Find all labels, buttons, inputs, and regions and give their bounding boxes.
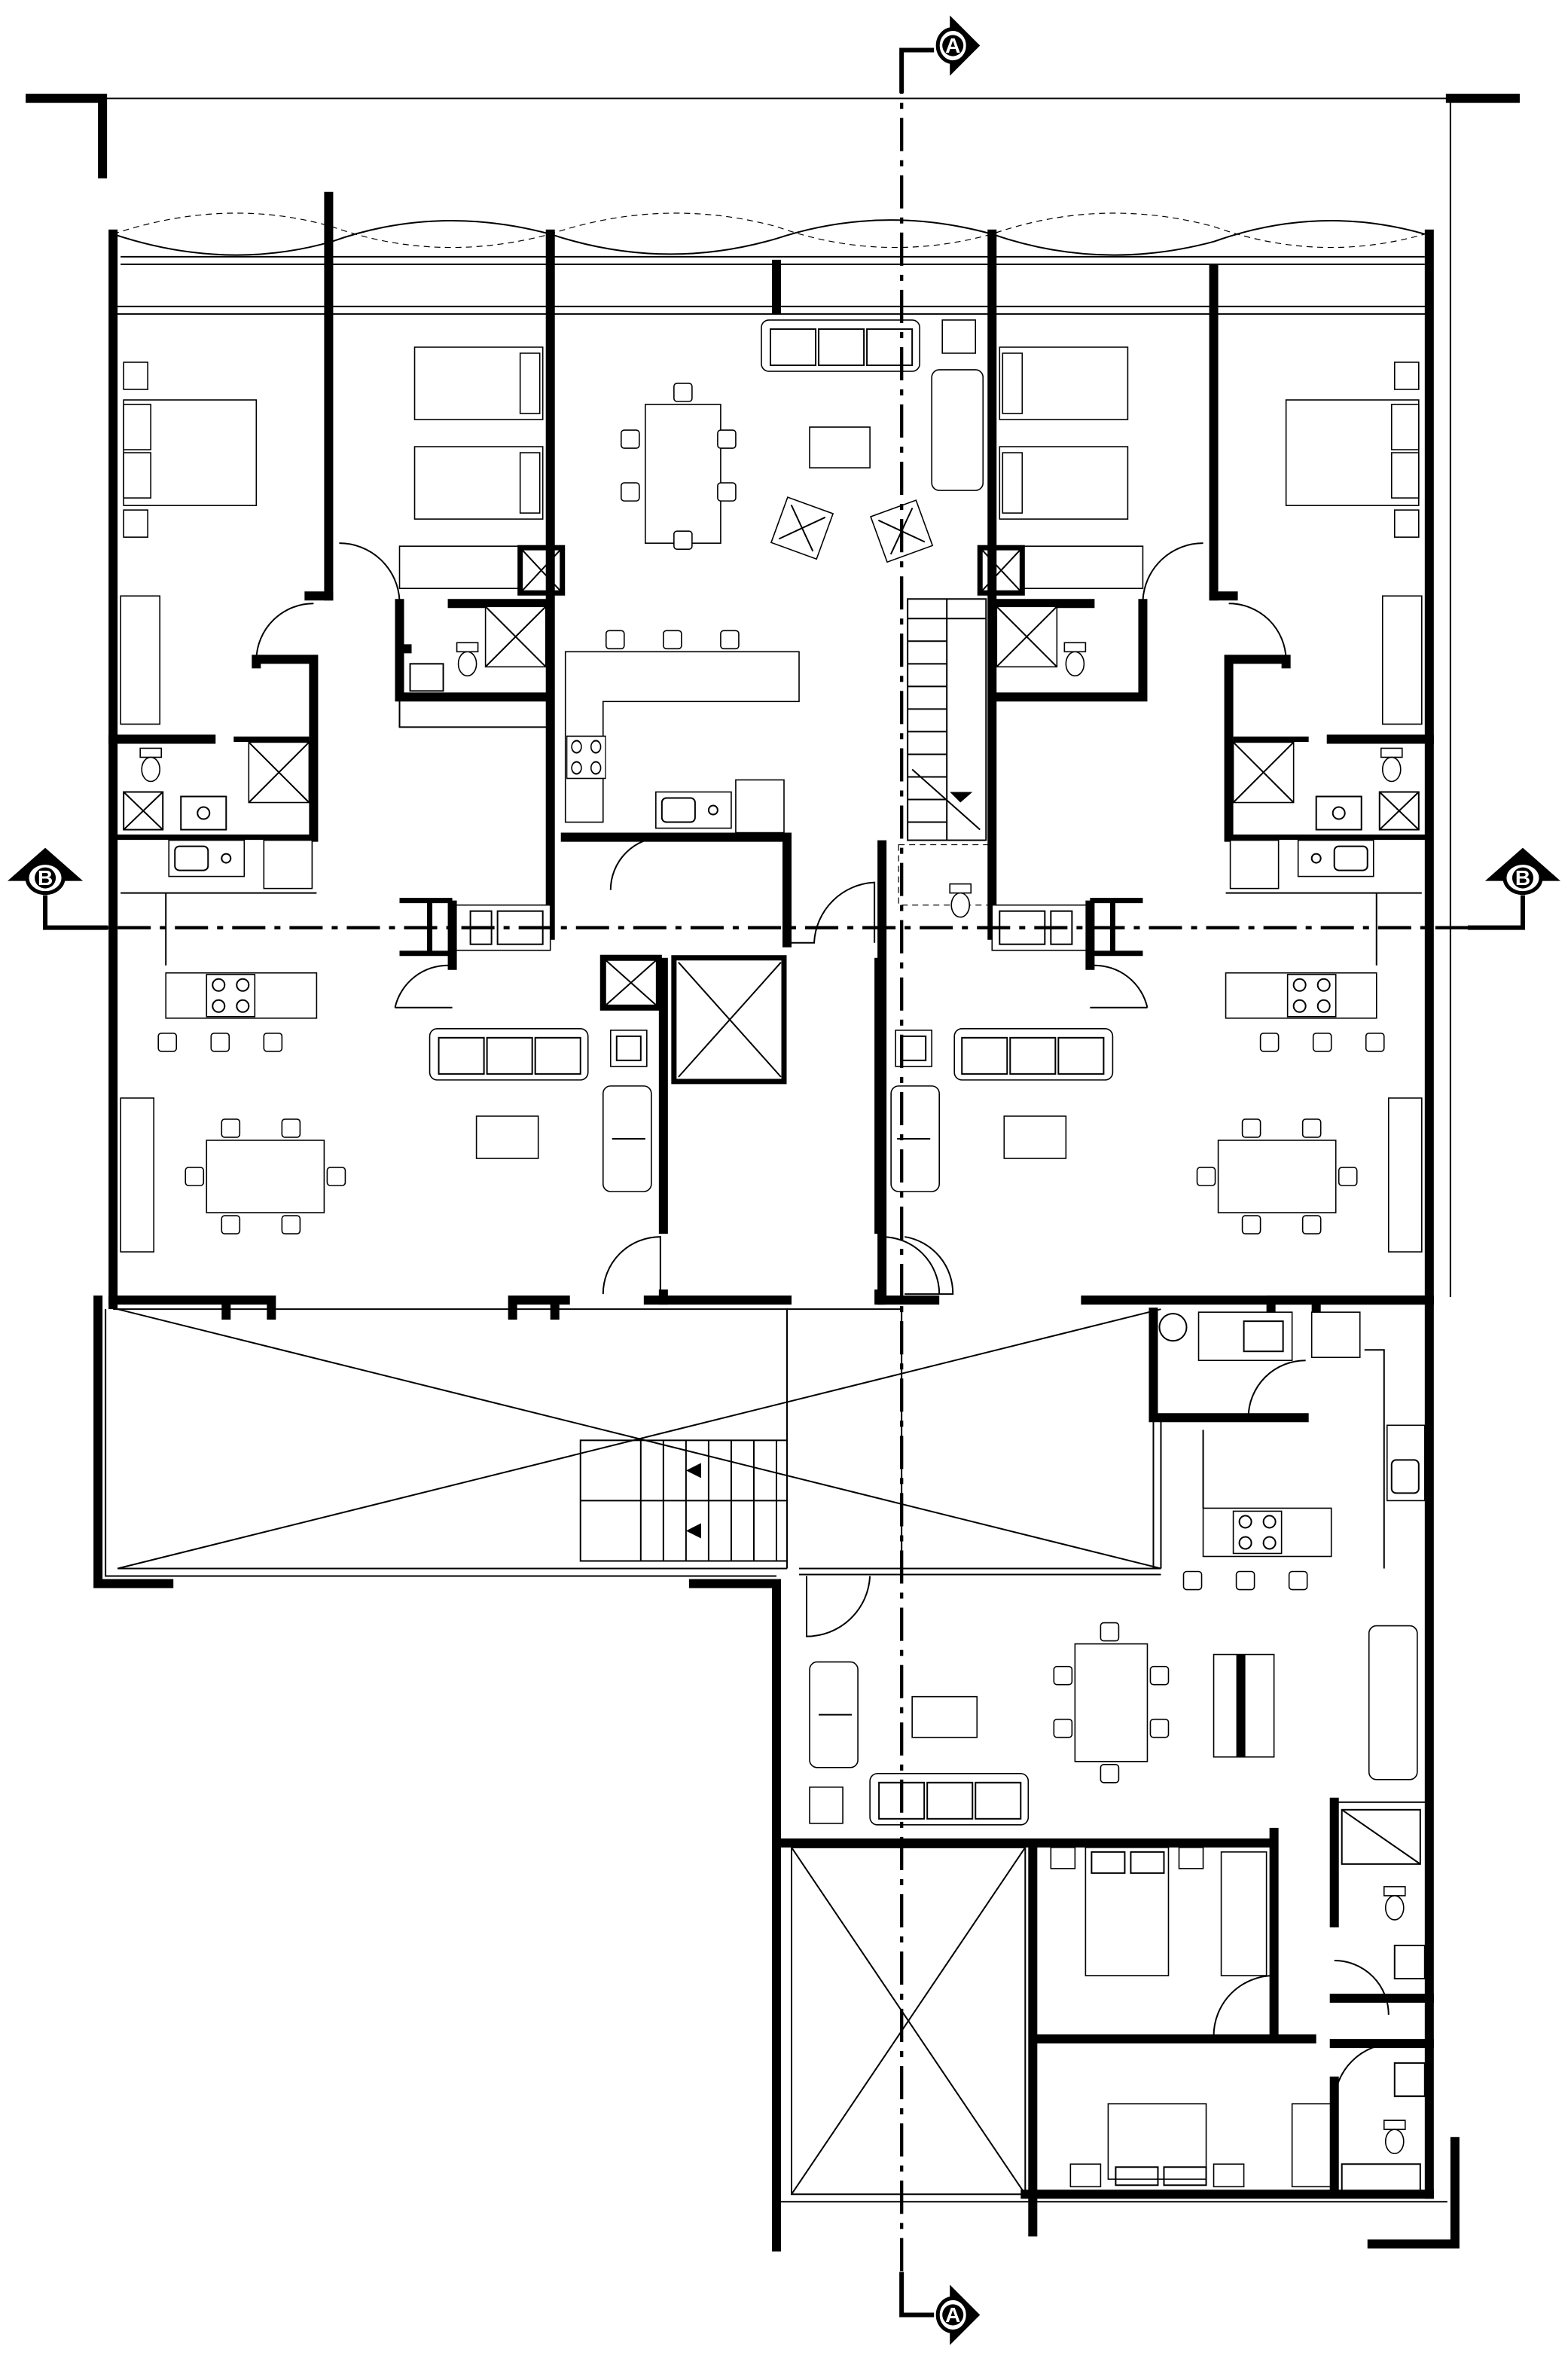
section-mark-a-bottom: A bbox=[935, 2284, 981, 2345]
section-label: B bbox=[38, 866, 53, 890]
walls bbox=[108, 191, 1434, 2199]
central-living bbox=[564, 319, 990, 918]
twin-bedrooms bbox=[339, 346, 1203, 728]
apartment-south bbox=[779, 1295, 1434, 2237]
section-mark-a-top: A bbox=[935, 15, 981, 76]
void-west bbox=[113, 1295, 1161, 1570]
site-boundary bbox=[26, 93, 1520, 2252]
section-label: A bbox=[945, 34, 960, 57]
section-label: B bbox=[1515, 866, 1530, 890]
stair bbox=[898, 598, 990, 918]
section-label: A bbox=[945, 2303, 960, 2327]
section-mark-b-right: B bbox=[1484, 847, 1560, 896]
section-lines bbox=[43, 47, 1525, 2318]
section-mark-b-left: B bbox=[8, 847, 84, 896]
